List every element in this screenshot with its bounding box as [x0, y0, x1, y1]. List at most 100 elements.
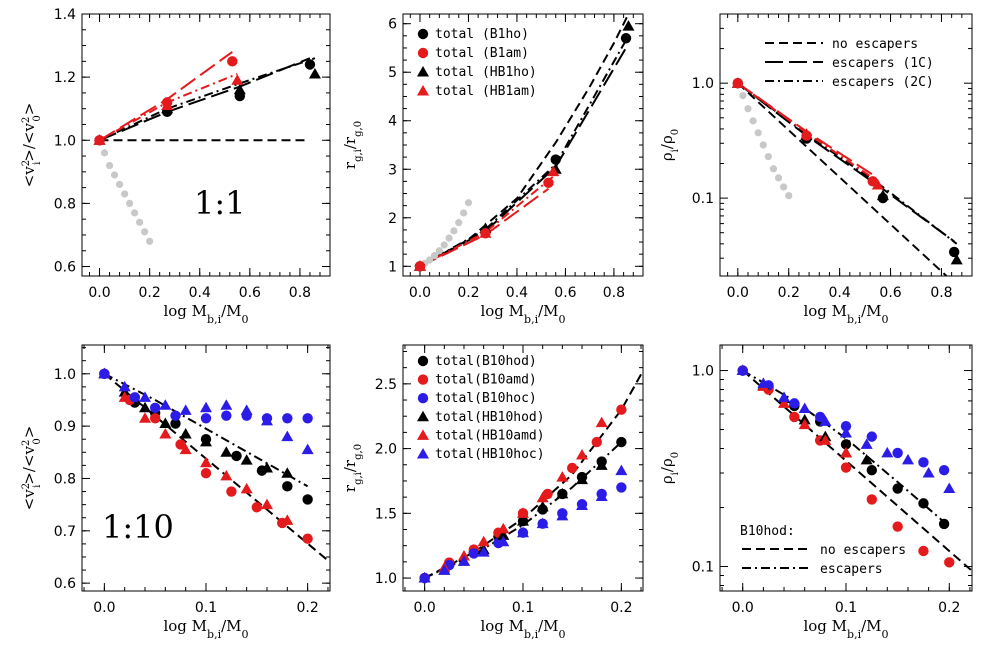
point-black-circle	[302, 494, 313, 505]
legend-label: no escapers	[820, 543, 906, 558]
point-red-circle	[227, 56, 238, 67]
point-blue-circle	[302, 413, 313, 424]
x-tick-label: 0.1	[195, 600, 217, 616]
y-tick-label: 1.0	[375, 571, 397, 587]
point-black-triangle	[517, 515, 529, 526]
point-red-triangle	[547, 165, 560, 177]
point-red-triangle	[200, 456, 212, 468]
point-blue-triangle	[260, 414, 273, 426]
point-black-triangle	[233, 83, 246, 95]
series-line-black-dash	[419, 14, 630, 268]
point-red-triangle	[240, 482, 253, 494]
marker-layer	[418, 404, 628, 584]
legend-label: escapers (2C)	[832, 75, 934, 90]
point-gray-dot	[455, 219, 463, 227]
legend-label: total(B10hod)	[435, 354, 537, 369]
legend-marker	[417, 66, 429, 77]
legend-label: total (HB1am)	[435, 84, 537, 99]
point-black-triangle	[556, 487, 569, 499]
point-blue-triangle	[943, 482, 956, 494]
point-red-circle	[866, 494, 878, 505]
x-axis-label: log Mb,i/M0	[480, 302, 565, 326]
y-axis-label: ρi/ρ0	[658, 129, 681, 161]
point-blue-triangle	[819, 415, 832, 426]
point-blue-circle	[616, 482, 627, 493]
point-red-triangle	[413, 260, 426, 271]
point-red-triangle	[118, 391, 131, 402]
point-red-circle	[944, 557, 955, 568]
point-red-triangle	[260, 498, 273, 510]
point-red-circle	[200, 468, 212, 479]
point-red-triangle	[731, 77, 744, 88]
x-axis-label: log Mb,i/M0	[163, 302, 248, 326]
point-black-circle	[231, 450, 242, 462]
y-tick-label: 1.5	[375, 506, 397, 522]
point-blue-triangle	[179, 404, 192, 415]
y-axis-label: ρi/ρ0	[658, 452, 681, 484]
series-line-red-dashdot	[419, 175, 554, 268]
point-blue-triangle	[615, 464, 628, 476]
point-gray-dot	[131, 209, 139, 217]
point-blue-circle	[149, 402, 161, 414]
point-gray-dot	[739, 91, 747, 100]
point-gray-dot	[110, 171, 119, 179]
legend-label: total(B10amd)	[435, 373, 537, 388]
x-tick-label: 0.2	[778, 285, 800, 301]
point-red-triangle	[179, 443, 192, 455]
point-black-triangle	[622, 20, 635, 31]
y-tick-label: 0.6	[54, 576, 76, 592]
x-tick-label: 0.0	[88, 285, 110, 301]
x-tick-label: 0.2	[297, 600, 319, 616]
point-red-circle	[302, 533, 313, 544]
y-tick-label: 5	[388, 65, 397, 81]
point-black-circle	[938, 518, 950, 530]
legend-label: total (B1ho)	[435, 27, 529, 42]
point-black-triangle	[950, 253, 963, 265]
marker-layer	[731, 77, 963, 265]
y-tick-label: 1.0	[54, 367, 76, 383]
point-blue-triangle	[778, 391, 791, 402]
point-black-circle	[892, 483, 903, 494]
point-blue-circle	[918, 457, 929, 468]
y-tick-label: 2.0	[375, 442, 397, 458]
legend-marker	[417, 410, 429, 422]
legend-label: total (B1am)	[435, 46, 529, 61]
point-red-triangle	[161, 99, 174, 111]
point-red-circle	[175, 439, 186, 450]
point-red-circle	[543, 177, 554, 189]
point-gray-dot	[744, 105, 752, 113]
plot-frame	[81, 344, 331, 592]
point-red-triangle	[800, 128, 813, 139]
point-blue-circle	[814, 411, 826, 423]
plot-frame	[81, 13, 331, 277]
point-red-circle	[789, 411, 800, 423]
legend-label: total(HB10hod)	[435, 410, 545, 425]
point-black-triangle	[200, 435, 212, 447]
point-black-circle	[620, 33, 632, 44]
x-axis-label: log Mb,i/M0	[163, 617, 248, 641]
point-gray-dot	[445, 234, 453, 242]
point-gray-dot	[780, 183, 788, 191]
y-axis-label: rg,i/rg,0	[341, 444, 364, 492]
y-tick-label: 0.1	[692, 560, 714, 576]
point-blue-triangle	[139, 391, 152, 402]
point-blue-triangle	[240, 404, 253, 415]
plot-frame	[719, 13, 973, 277]
point-black-triangle	[876, 189, 889, 201]
x-axis-label: log Mb,i/M0	[480, 617, 565, 641]
point-blue-triangle	[477, 546, 490, 557]
point-black-triangle	[159, 417, 172, 429]
point-black-triangle	[139, 401, 152, 413]
point-black-triangle	[220, 446, 233, 457]
point-blue-triangle	[457, 555, 470, 566]
point-blue-triangle	[556, 509, 569, 521]
x-tick-label: 0.4	[506, 285, 528, 301]
line-layer	[98, 51, 316, 142]
x-tick-label: 0.2	[139, 285, 161, 301]
point-red-triangle	[798, 418, 811, 430]
point-gray-dot	[125, 199, 134, 207]
y-tick-label: 1.4	[54, 7, 76, 23]
point-blue-triangle	[922, 467, 935, 478]
y-tick-label: 4	[388, 114, 397, 130]
